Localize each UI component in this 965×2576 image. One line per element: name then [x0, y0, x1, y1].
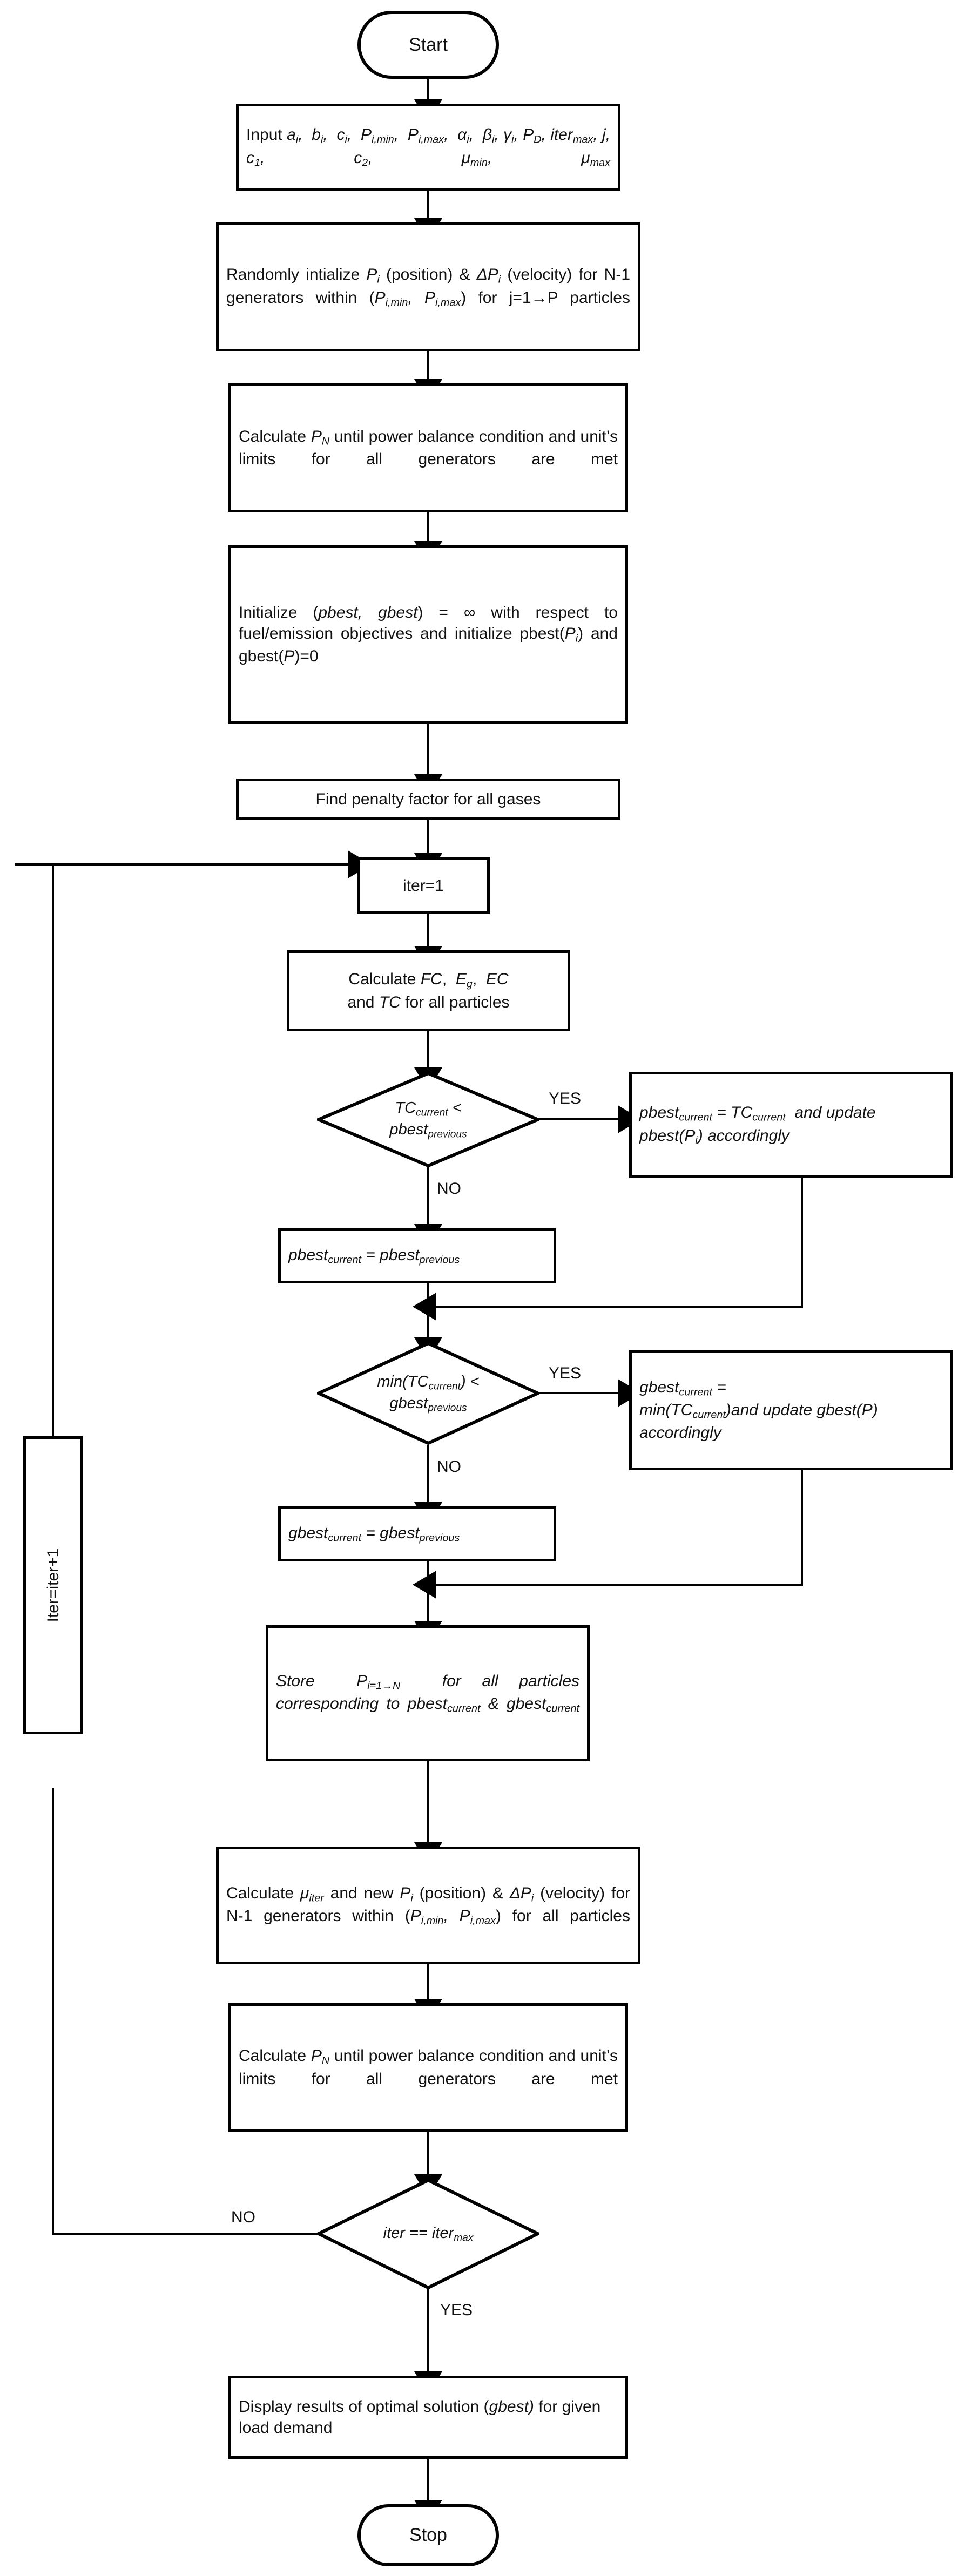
edge-label-no-pbest: NO [435, 1180, 463, 1198]
node-pbest-keep-label: pbestcurrent = pbestprevious [288, 1246, 460, 1266]
node-gbest-keep-label: gbestcurrent = gbestprevious [288, 1524, 460, 1544]
node-dec-iter-label: iter == itermax [383, 2224, 474, 2243]
edge-label-yes-iter: YES [438, 2301, 475, 2320]
node-input: Input ai, bi, ci, Pi,min, Pi,max, αi, βi… [236, 104, 620, 191]
node-penalty: Find penalty factor for all gases [236, 779, 620, 820]
node-dec-gbest: min(TCcurrent) <gbestprevious [314, 1341, 542, 1445]
node-start-label: Start [409, 34, 448, 55]
node-calc-new-p: Calculate μiter and new Pi (position) & … [216, 1847, 640, 1964]
node-init-best: Initialize (pbest, gbest) = ∞ with respe… [228, 545, 628, 724]
node-stop: Stop [357, 2504, 499, 2566]
node-pbest-update-label: pbestcurrent = TCcurrent and update pbes… [639, 1104, 876, 1147]
node-random-init: Randomly intialize Pi (position) & ΔPi (… [216, 222, 640, 351]
node-gbest-update: gbestcurrent =min(TCcurrent)and update g… [629, 1350, 953, 1470]
node-store-label: Store Pi=1→N for all particles correspon… [276, 1672, 580, 1715]
node-display-label: Display results of optimal solution (gbe… [239, 2398, 601, 2437]
node-gbest-update-label: gbestcurrent =min(TCcurrent)and update g… [639, 1378, 878, 1442]
node-penalty-label: Find penalty factor for all gases [315, 790, 541, 808]
node-pbest-update: pbestcurrent = TCcurrent and update pbes… [629, 1072, 953, 1178]
edge-label-no-gbest: NO [435, 1458, 463, 1476]
edge-label-yes-pbest: YES [547, 1090, 583, 1108]
node-iter-increment: Iter=iter+1 [23, 1436, 83, 1734]
edge-label-no-iter: NO [230, 2208, 257, 2227]
node-calc-pn-2-label: Calculate PN until power balance conditi… [239, 2047, 618, 2088]
node-pbest-keep: pbestcurrent = pbestprevious [278, 1228, 556, 1283]
node-dec-iter: iter == itermax [315, 2178, 542, 2290]
edge-label-yes-gbest: YES [547, 1364, 583, 1383]
node-dec-gbest-label: min(TCcurrent) <gbestprevious [377, 1372, 480, 1414]
node-dec-pbest-label: TCcurrent <pbestprevious [389, 1099, 467, 1140]
node-store: Store Pi=1→N for all particles correspon… [266, 1625, 590, 1761]
node-display: Display results of optimal solution (gbe… [228, 2376, 628, 2459]
node-iter-increment-label: Iter=iter+1 [44, 1548, 62, 1622]
node-calc-pn-1: Calculate PN until power balance conditi… [228, 383, 628, 512]
node-calc-pn-1-label: Calculate PN until power balance conditi… [239, 427, 618, 469]
node-iter-init: iter=1 [357, 857, 490, 914]
node-stop-label: Stop [409, 2525, 447, 2546]
node-init-best-label: Initialize (pbest, gbest) = ∞ with respe… [239, 603, 618, 666]
node-calc-new-p-label: Calculate μiter and new Pi (position) & … [226, 1884, 630, 1927]
node-input-label: Input ai, bi, ci, Pi,min, Pi,max, αi, βi… [246, 126, 611, 169]
node-iter-init-label: iter=1 [403, 877, 444, 895]
node-gbest-keep: gbestcurrent = gbestprevious [278, 1506, 556, 1561]
node-start: Start [357, 11, 499, 79]
node-calc-pn-2: Calculate PN until power balance conditi… [228, 2003, 628, 2132]
node-dec-pbest: TCcurrent <pbestprevious [314, 1071, 542, 1168]
node-random-init-label: Randomly intialize Pi (position) & ΔPi (… [226, 266, 630, 309]
